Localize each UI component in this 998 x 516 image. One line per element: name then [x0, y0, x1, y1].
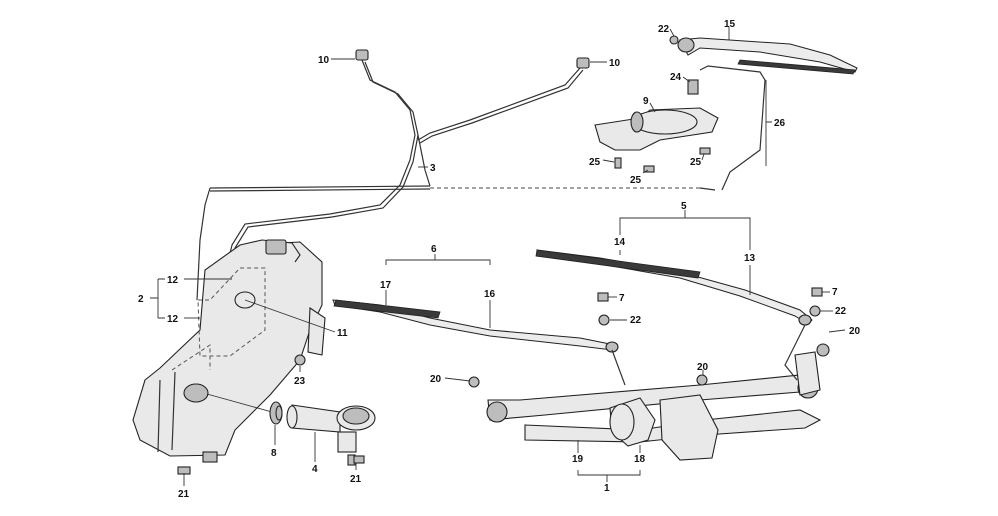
callout-10-left: 10	[318, 55, 330, 66]
callout-labels: 10 10 3 2 12 12 11 23 8 4 21 21 6 17 16 …	[138, 19, 861, 500]
bolt-20-right	[816, 343, 830, 357]
hose-nozzle-right	[576, 57, 590, 69]
wiper-linkage	[468, 324, 830, 461]
reservoir-foot	[202, 451, 218, 463]
callout-21-left: 21	[178, 489, 190, 500]
reservoir-cap	[265, 239, 287, 255]
callout-23: 23	[294, 376, 306, 387]
callout-6: 6	[431, 244, 437, 255]
callout-24: 24	[670, 72, 682, 83]
bolt-20-center	[696, 374, 708, 386]
callout-11: 11	[337, 328, 348, 339]
callout-22-right: 22	[835, 306, 847, 317]
callout-26: 26	[774, 118, 786, 129]
callout-16: 16	[484, 289, 496, 300]
callout-20-center: 20	[697, 362, 709, 373]
rear-wiper-arm	[679, 37, 858, 73]
pivot-left	[486, 401, 508, 423]
callout-1: 1	[604, 483, 610, 494]
wiper-blade-left	[333, 299, 441, 319]
callout-13: 13	[744, 253, 756, 264]
callout-22-left: 22	[630, 315, 642, 326]
pump-port	[183, 383, 209, 403]
washer-reservoir	[132, 239, 326, 463]
callout-17: 17	[380, 280, 392, 291]
callout-15: 15	[724, 19, 736, 30]
callout-5: 5	[681, 201, 687, 212]
screw-21b	[353, 455, 365, 464]
wiper-blade-right	[535, 249, 701, 279]
callout-20-right: 20	[849, 326, 861, 337]
callout-25-center: 25	[630, 175, 642, 186]
hose-nozzle-left	[355, 49, 369, 61]
callout-9: 9	[643, 96, 649, 107]
cap-7-right	[811, 287, 823, 297]
rear-grommet-24	[687, 79, 699, 95]
callout-7-right: 7	[832, 287, 838, 298]
rear-wiper-rubber	[737, 59, 856, 75]
pump-parts	[177, 354, 376, 475]
rear-wiper-group	[594, 35, 858, 191]
screw-21a	[177, 466, 191, 475]
filler-neck	[291, 404, 341, 433]
callout-10-right: 10	[609, 58, 621, 69]
callout-7-left: 7	[619, 293, 625, 304]
callout-22-rear: 22	[658, 24, 670, 35]
nut-22-rear	[669, 35, 679, 45]
callout-12-bottom: 12	[167, 314, 179, 325]
cap-7-left	[597, 292, 609, 302]
callout-4: 4	[312, 464, 318, 475]
callout-20-left: 20	[430, 374, 442, 385]
leader-lines	[150, 27, 846, 486]
motor-gearbox	[659, 394, 719, 461]
nut-23	[294, 354, 306, 366]
nut-22-left	[598, 314, 610, 326]
callout-12-top: 12	[167, 275, 179, 286]
front-wiper-arms	[332, 249, 823, 353]
nut-22-right	[809, 305, 821, 317]
callout-25-left: 25	[589, 157, 601, 168]
callout-21-right: 21	[350, 474, 362, 485]
bolt-20-left	[468, 376, 480, 388]
callout-14: 14	[614, 237, 626, 248]
callout-18: 18	[634, 454, 646, 465]
callout-2: 2	[138, 294, 144, 305]
washer-hose-assembly	[196, 49, 716, 301]
callout-3: 3	[430, 163, 436, 174]
callout-19: 19	[572, 454, 584, 465]
callout-25-right: 25	[690, 157, 702, 168]
callout-8: 8	[271, 448, 277, 459]
